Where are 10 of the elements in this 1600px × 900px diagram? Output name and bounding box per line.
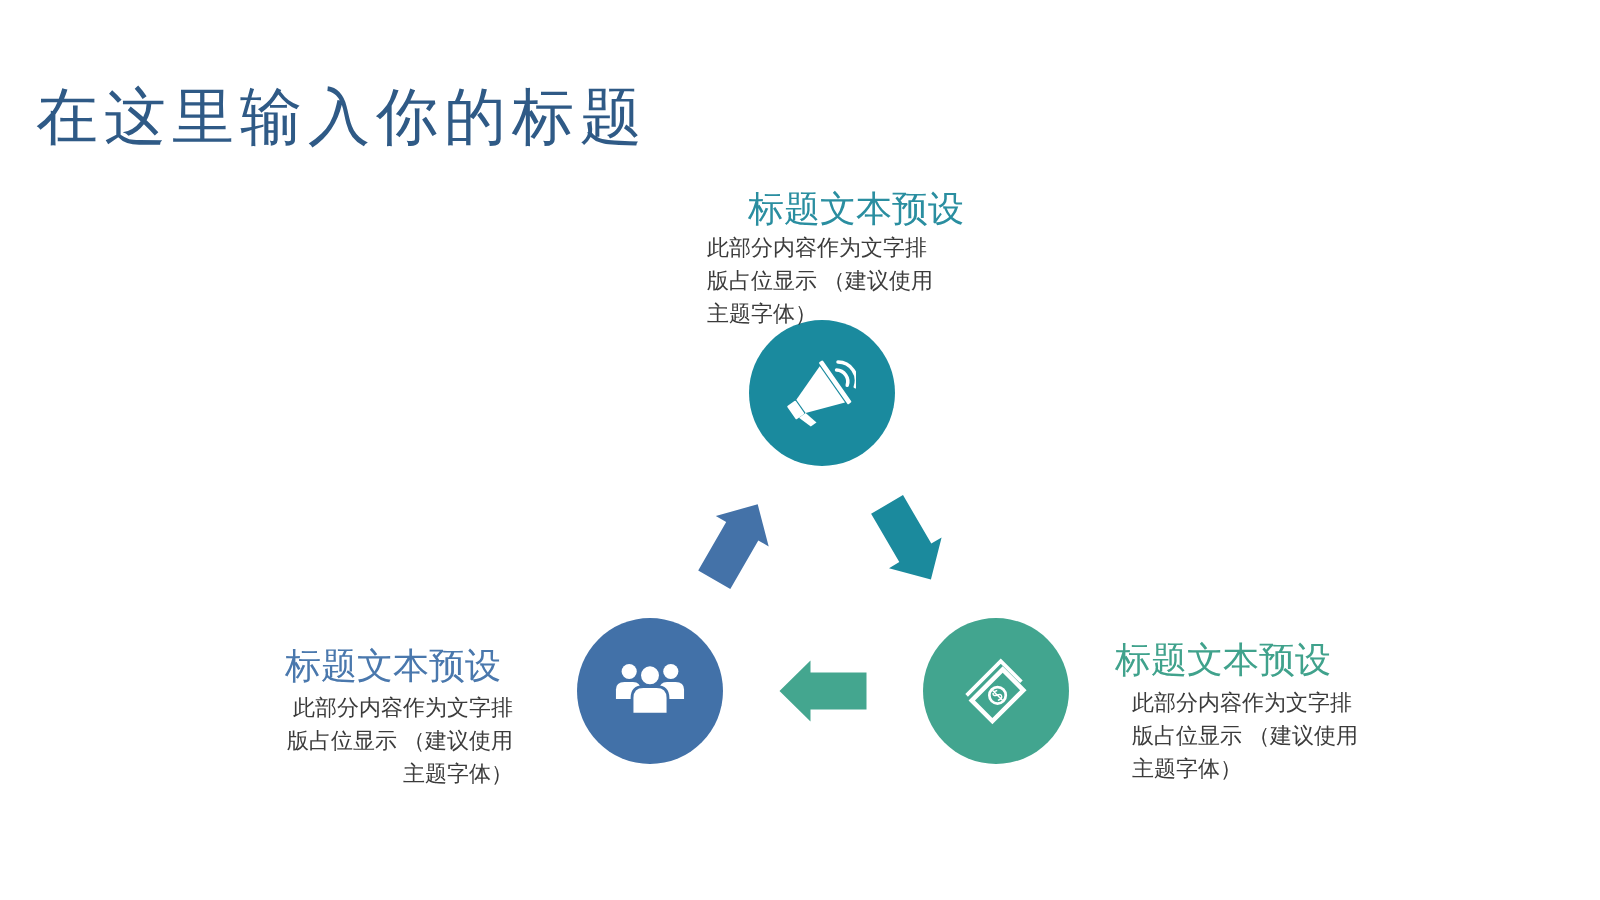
description-text: 此部分内容作为文字排版占位显示 （建议使用主题字体） — [1132, 689, 1360, 783]
arrow — [779, 660, 867, 722]
description-text: 此部分内容作为文字排版占位显示 （建议使用主题字体） — [285, 694, 513, 788]
description-text: 此部分内容作为文字排版占位显示 （建议使用主题字体） — [707, 234, 935, 328]
arrow — [698, 504, 769, 589]
section-heading: 标题文本预设 — [285, 644, 501, 688]
slide-title: 在这里输入你的标题 — [36, 81, 648, 153]
section-heading: 标题文本预设 — [748, 187, 964, 231]
section-heading: 标题文本预设 — [1115, 638, 1331, 682]
arrow — [871, 495, 942, 580]
